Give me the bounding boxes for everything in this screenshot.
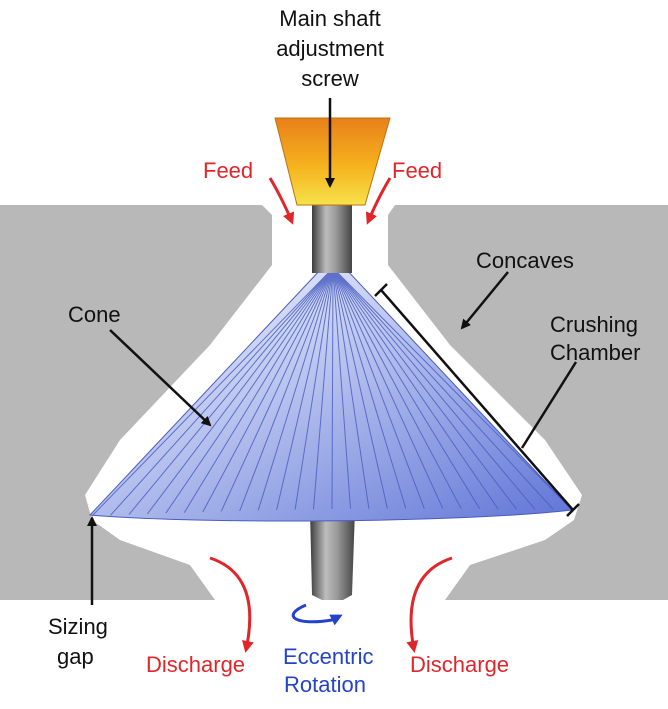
cone-rib — [257, 267, 334, 511]
cone-rib — [183, 267, 334, 513]
discharge-right-label: Discharge — [410, 652, 509, 677]
cone-rib — [202, 267, 334, 513]
feed-right-label: Feed — [392, 158, 442, 183]
adjustment-screw — [274, 117, 391, 206]
title-line-3: screw — [301, 66, 359, 91]
crushing-chamber-bracket — [374, 283, 580, 517]
cone-rib — [165, 267, 334, 514]
cone-rib — [332, 267, 517, 510]
crushing-chamber-label-1: Crushing — [550, 312, 638, 337]
cone-rib — [332, 267, 351, 509]
cone-rib — [332, 267, 388, 509]
sizing-gap-label-2: gap — [57, 644, 94, 669]
concave-right — [388, 205, 668, 600]
discharge-left-label: Discharge — [146, 652, 245, 677]
cone-rib — [332, 267, 573, 511]
crushing-cone — [88, 267, 574, 522]
cone-rib — [128, 267, 334, 515]
upper-shaft — [312, 198, 352, 273]
cone-rib — [294, 267, 334, 510]
cone-rib — [332, 267, 407, 509]
concaves-label: Concaves — [476, 248, 574, 273]
feed-left-arrow — [268, 177, 295, 225]
cone-rib — [332, 267, 481, 510]
cone-rib — [276, 267, 334, 511]
cone-rib — [332, 267, 499, 510]
cone-label: Cone — [68, 302, 121, 327]
cone-rib — [331, 267, 334, 510]
discharge-left-arrow — [209, 556, 254, 653]
cone-pointer-arrow — [109, 329, 212, 427]
title-line-2: adjustment — [276, 36, 384, 61]
title-line-1: Main shaft — [279, 6, 381, 31]
feed-left-label: Feed — [203, 158, 253, 183]
eccentric-label-1: Eccentric — [283, 644, 373, 669]
cone-rib — [239, 267, 334, 512]
cone-rib — [332, 267, 444, 509]
cone-rib — [147, 267, 334, 515]
cone-rib — [332, 267, 536, 510]
sizing-gap-label-1: Sizing — [48, 614, 108, 639]
lower-shaft — [310, 510, 355, 600]
concave-left — [0, 205, 272, 600]
cone-rib — [332, 267, 370, 509]
discharge-right-arrow — [406, 556, 453, 653]
cone-rib — [332, 267, 462, 509]
feed-right-arrow — [365, 177, 392, 225]
cone-rib — [220, 267, 334, 512]
concaves-pointer-arrow — [460, 271, 509, 330]
cone-rib — [313, 267, 334, 510]
cone-rib — [91, 267, 334, 517]
cone-rib — [332, 267, 425, 509]
cone-rib — [110, 267, 334, 516]
crushing-chamber-label-2: Chamber — [550, 340, 640, 365]
eccentric-label-2: Rotation — [284, 672, 366, 697]
cone-rib — [332, 267, 554, 511]
eccentric-rotation-arrow — [291, 603, 343, 626]
crushing-chamber-pointer — [520, 361, 578, 449]
